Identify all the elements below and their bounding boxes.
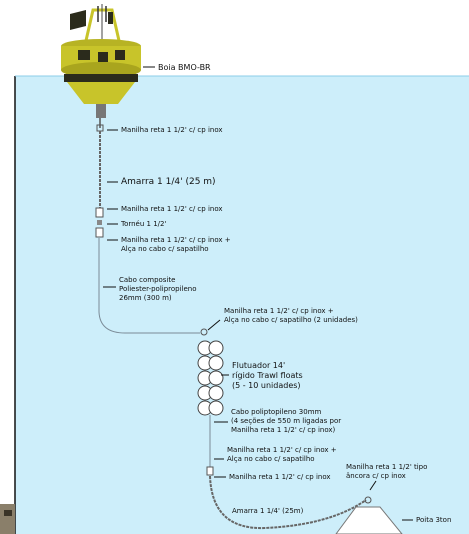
water-body bbox=[15, 76, 469, 534]
label-shackle-3: Manilha reta 1 1/2' c/ cp inox + Alça no… bbox=[121, 236, 231, 253]
label-chain-bottom: Amarra 1 1/4' (25m) bbox=[232, 507, 304, 515]
swivel-assembly bbox=[95, 207, 104, 238]
label-buoy: Boia BMO-BR bbox=[158, 63, 211, 72]
anchor-block bbox=[335, 496, 403, 534]
label-shackle-6: Manilha reta 1 1/2' c/ cp inox bbox=[229, 473, 331, 481]
label-swivel: Tornéu 1 1/2' bbox=[121, 220, 167, 228]
shackle-4-marker bbox=[200, 328, 208, 336]
label-anchor-shackle: Manilha reta 1 1/2' tipo âncora c/ cp in… bbox=[346, 463, 428, 480]
chain-segment-bottom bbox=[209, 475, 367, 530]
leader-lines bbox=[103, 66, 413, 521]
label-anchor: Poita 3ton bbox=[416, 516, 452, 524]
photo-fragment bbox=[0, 504, 15, 534]
label-chain-top: Amarra 1 1/4' (25 m) bbox=[121, 177, 216, 187]
composite-cable bbox=[98, 238, 200, 334]
label-shackle-2: Manilha reta 1 1/2' c/ cp inox bbox=[121, 205, 223, 213]
chain-segment-top bbox=[96, 118, 104, 208]
buoy-bmo-br bbox=[61, 4, 141, 118]
label-pp-cable: Cabo poliptopileno 30mm (4 seções de 550… bbox=[231, 408, 342, 434]
label-shackle-top: Manilha reta 1 1/2' c/ cp inox bbox=[121, 126, 223, 134]
label-floats: Flutuador 14' rígido Trawl floats (5 - 1… bbox=[232, 361, 303, 390]
label-shackle-4: Manilha reta 1 1/2' c/ cp inox + Alça no… bbox=[224, 307, 358, 324]
label-shackle-5: Manilha reta 1 1/2' c/ cp inox + Alça no… bbox=[227, 446, 337, 463]
label-composite-cable: Cabo composite Poliester-polipropileno 2… bbox=[119, 276, 197, 302]
shackle-5-marker bbox=[206, 466, 214, 476]
trawl-floats bbox=[197, 340, 224, 416]
